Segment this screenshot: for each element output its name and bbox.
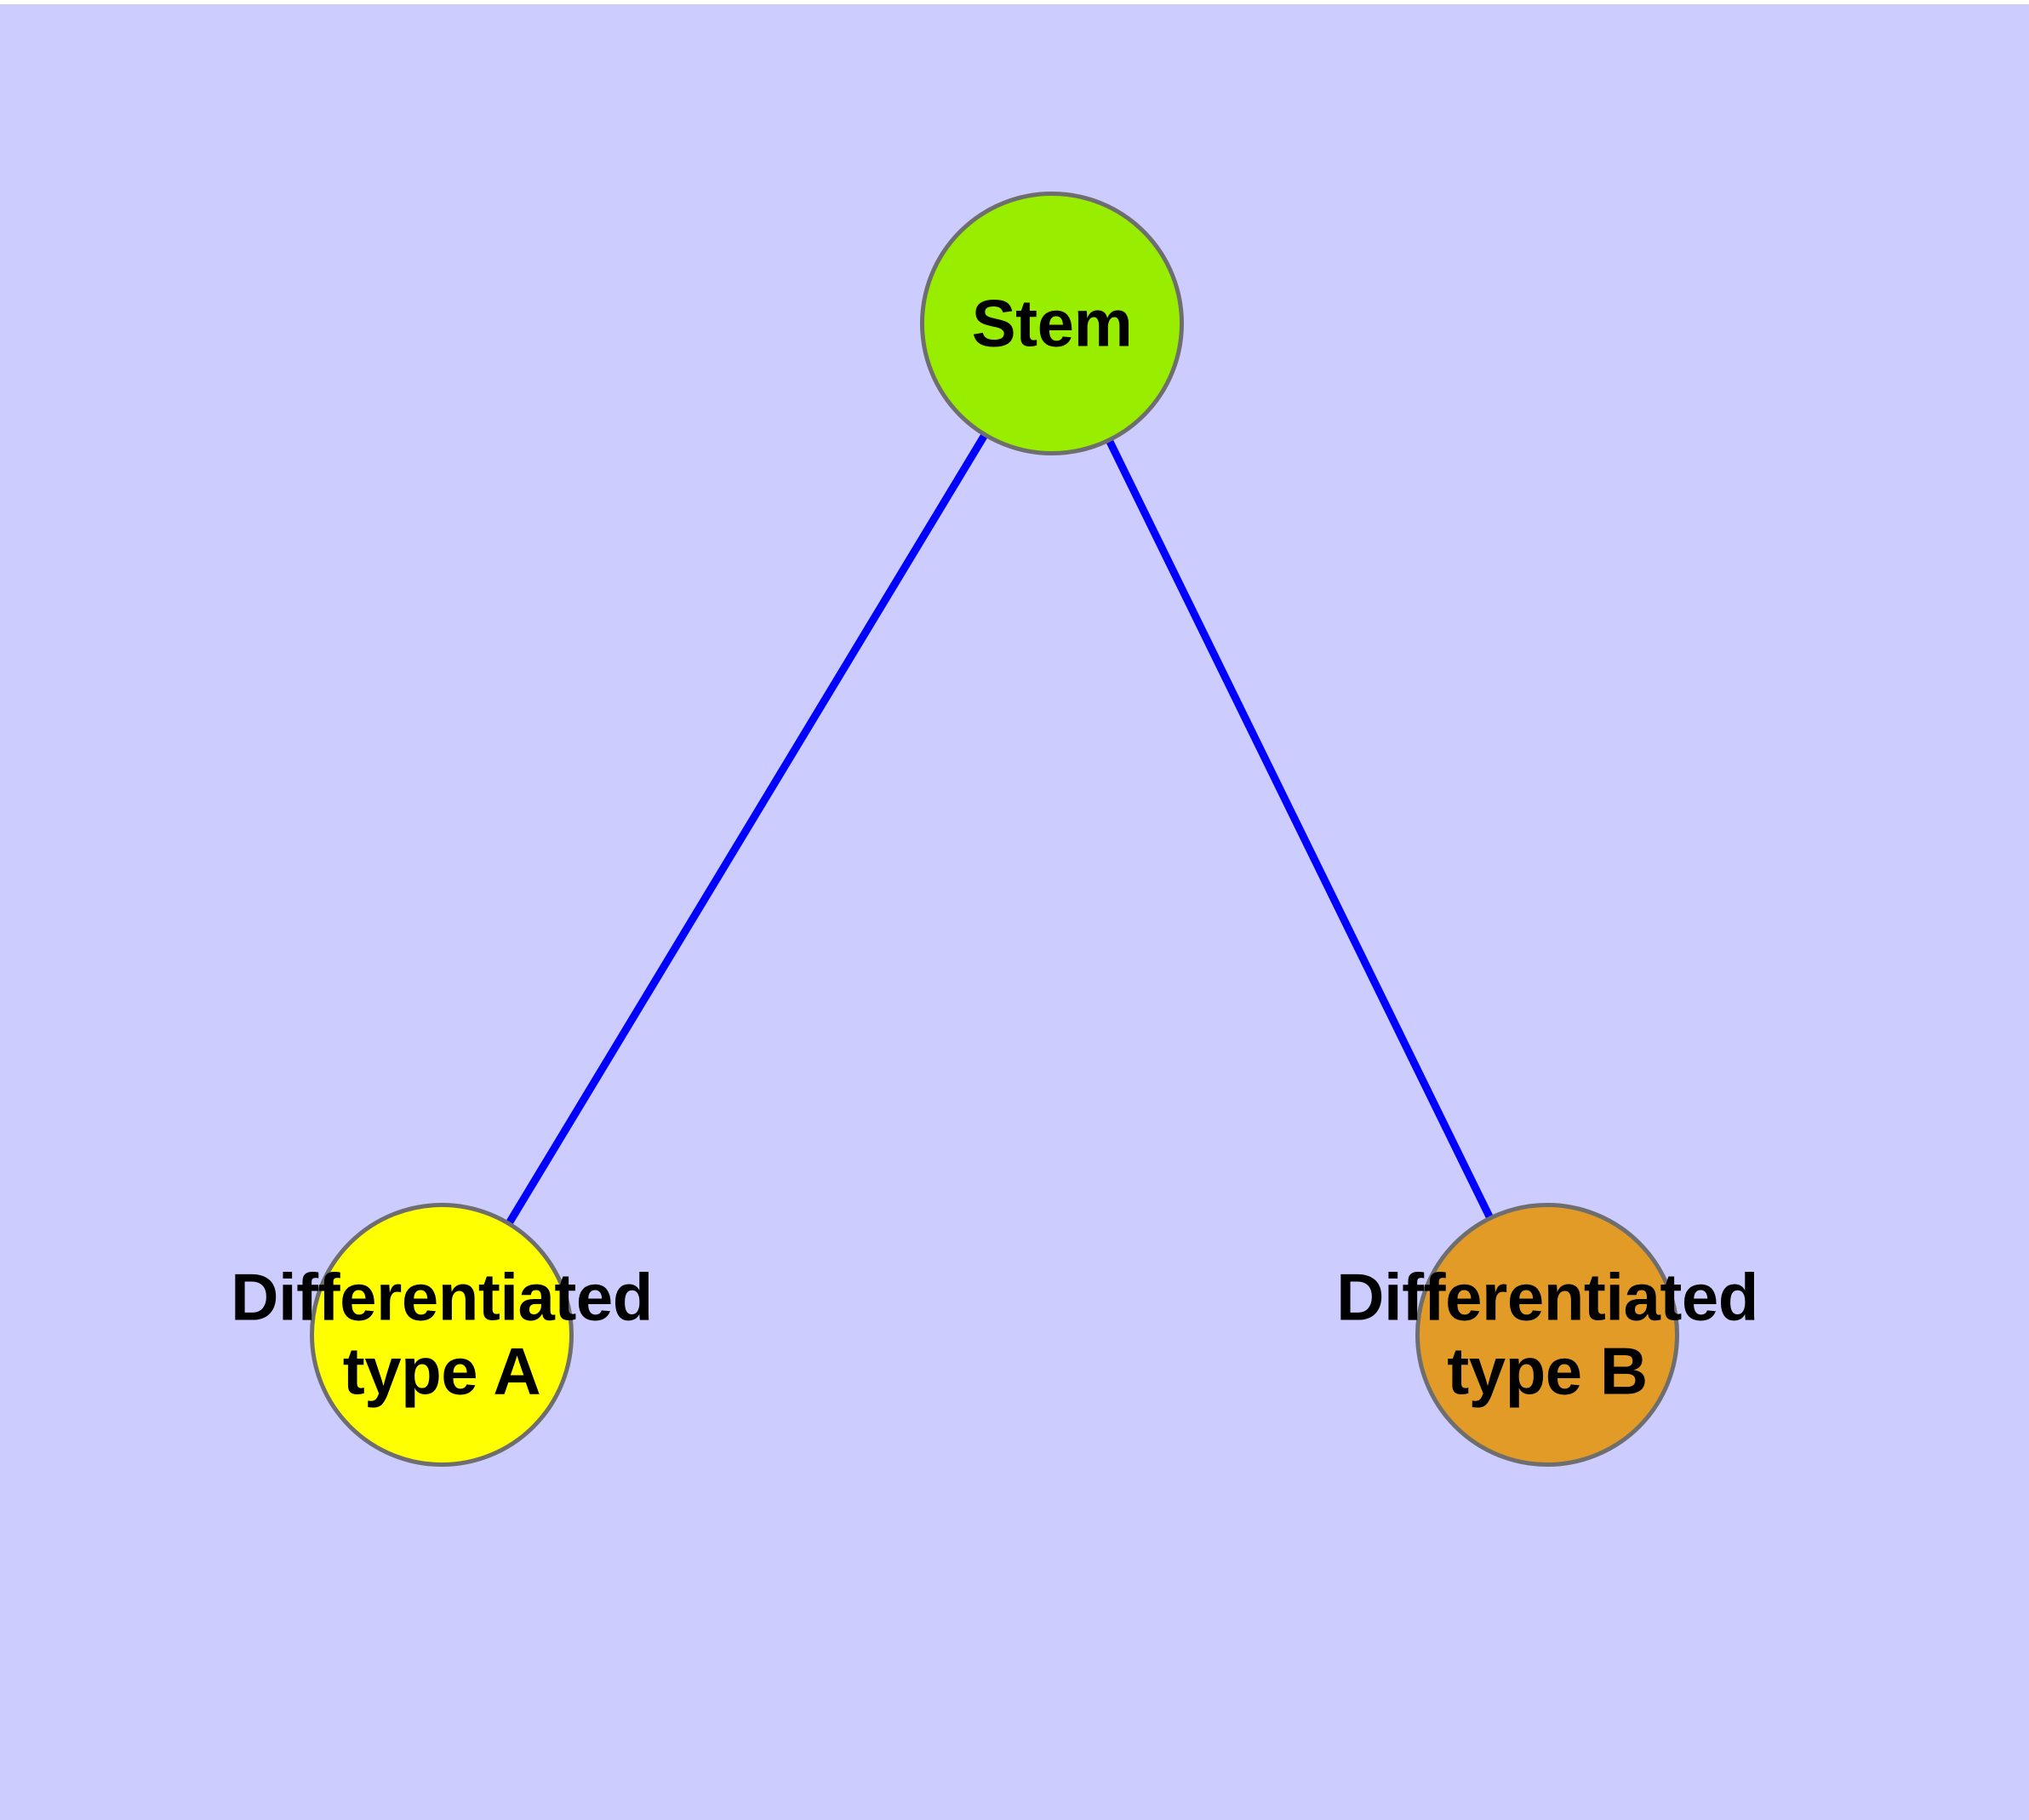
node-differentiated-type-a[interactable]: Differentiated type A bbox=[231, 1203, 653, 1467]
top-edge-strip bbox=[0, 0, 2029, 4]
edge-stem-to-differentiated-type-b bbox=[1048, 322, 1552, 1336]
node-stem[interactable]: Stem bbox=[920, 192, 1184, 455]
edge-stem-to-differentiated-type-a bbox=[438, 321, 1055, 1337]
node-differentiated-type-b[interactable]: Differentiated type B bbox=[1336, 1203, 1758, 1467]
node-stem-label: Stem bbox=[971, 285, 1133, 361]
